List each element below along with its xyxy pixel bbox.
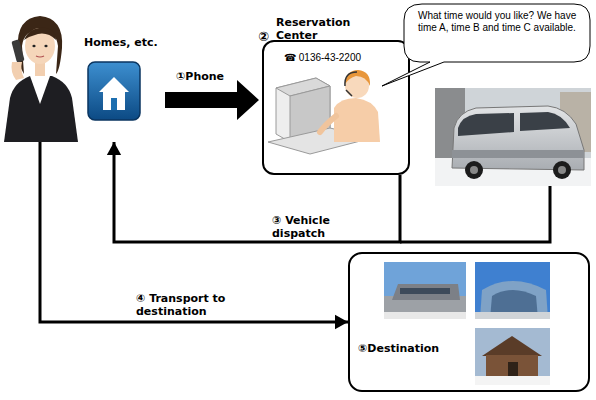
dispatch-line — [400, 186, 550, 242]
thick-arrow — [165, 80, 259, 120]
arrow-head — [335, 315, 348, 329]
arrow-head — [107, 142, 121, 155]
connector-label: ①Phone — [176, 70, 256, 83]
destination-photo — [475, 328, 550, 385]
destination-photo — [475, 262, 550, 319]
node-text: What time would you like? We have time A… — [418, 10, 578, 34]
node-heading: ⑤Destination — [358, 342, 468, 355]
operator-illustration — [268, 70, 380, 154]
node-heading: Homes, etc. — [84, 36, 164, 49]
destination-photo — [384, 262, 466, 319]
node-text: Reservation Center — [276, 16, 362, 42]
node-text: ☎ 0136-43-2200 — [284, 52, 404, 64]
van-photo — [435, 88, 591, 186]
connector — [107, 142, 400, 242]
node-heading: ② — [258, 30, 276, 43]
connector-label: ④ Transport to destination — [136, 292, 254, 318]
speech-bubble: What time would you like? We have time A… — [402, 2, 592, 64]
destination-box: ⑤Destination — [348, 252, 590, 392]
connector-line — [114, 142, 400, 242]
bubble-shape — [382, 4, 590, 86]
connector — [165, 80, 259, 120]
connector-label: ③ Vehicle dispatch — [272, 214, 382, 240]
woman-illustration — [4, 16, 78, 142]
house-icon — [88, 62, 140, 120]
reservation-center-box: ②Reservation Center☎ 0136-43-2200 — [262, 40, 410, 175]
home-node: Homes, etc. — [0, 10, 165, 142]
